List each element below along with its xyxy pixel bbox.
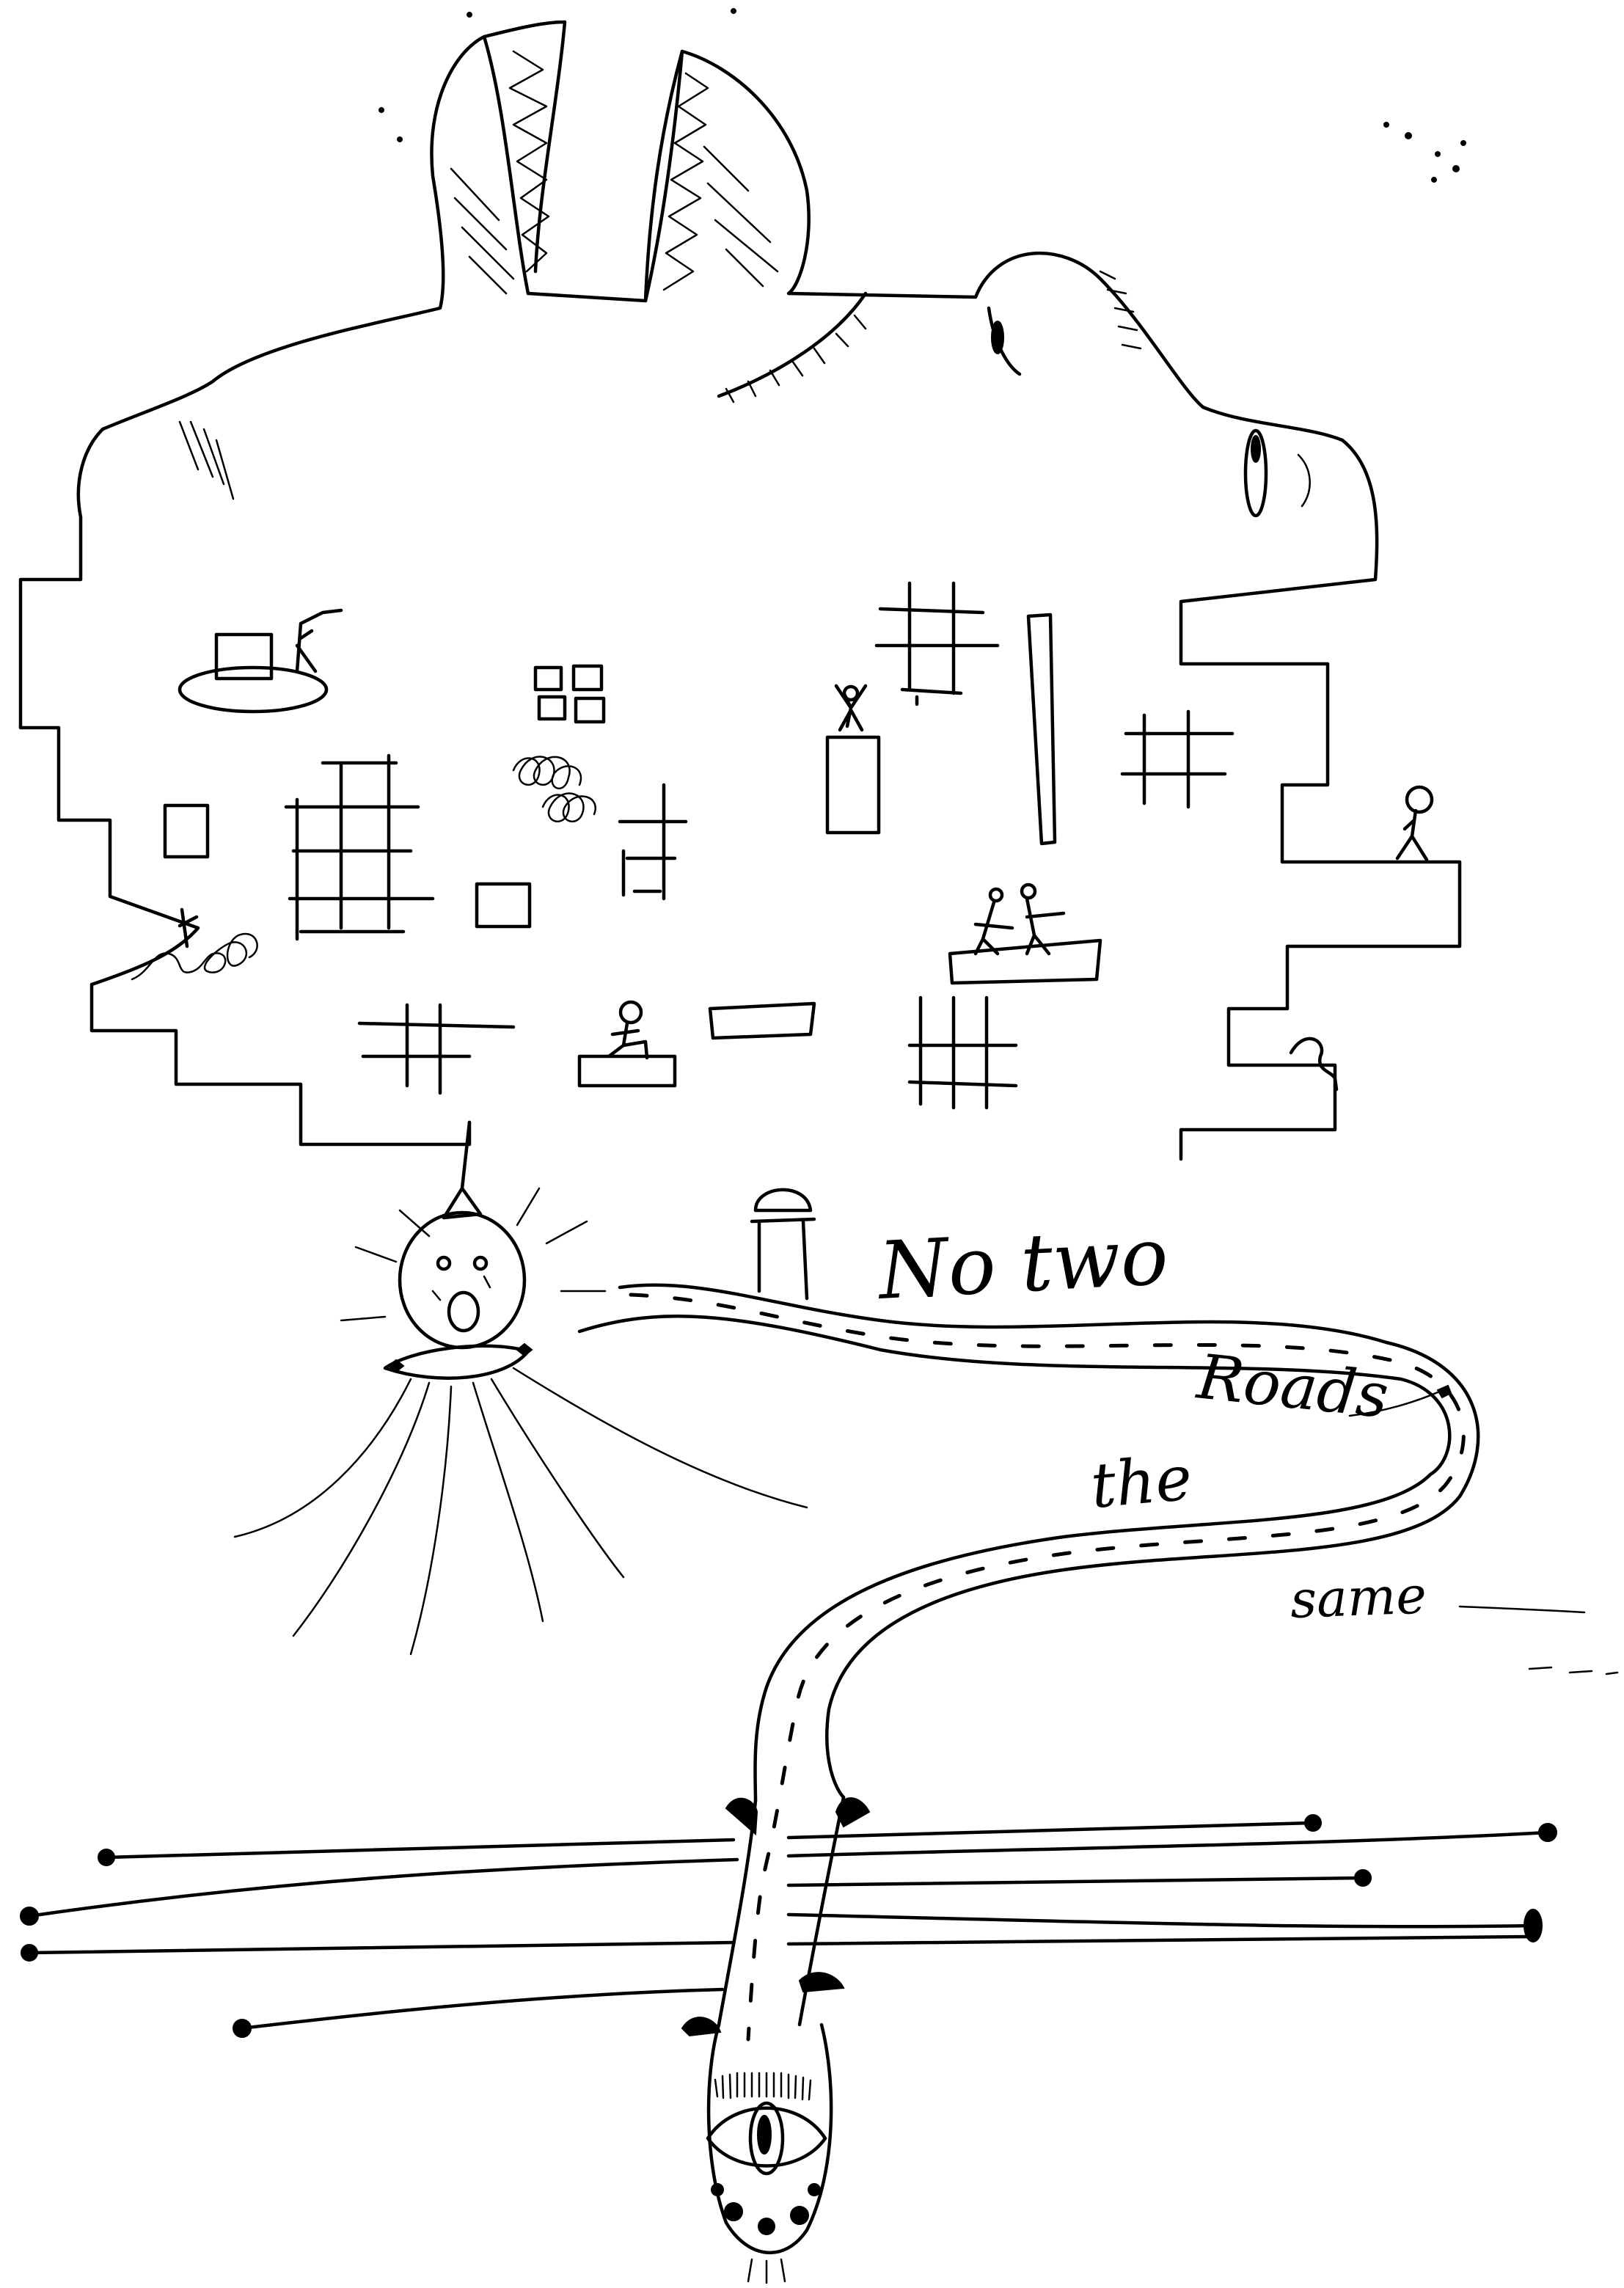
right-jaw-teeth bbox=[662, 72, 709, 291]
handwritten-caption: No two Roads the same bbox=[874, 1210, 1619, 1675]
road-centerline bbox=[629, 1293, 1466, 2042]
lamp-shade bbox=[383, 1344, 530, 1380]
crossing-line bbox=[27, 1940, 736, 1955]
building-interior bbox=[131, 581, 1434, 1110]
hanging-lamp-face bbox=[233, 1120, 808, 1656]
caption-line-1: No two bbox=[874, 1210, 1171, 1317]
window bbox=[475, 882, 532, 929]
creature-eye bbox=[706, 2106, 827, 2168]
dance-platform bbox=[948, 938, 1102, 985]
stick-figure bbox=[295, 608, 343, 673]
line-end-dot bbox=[1304, 1814, 1322, 1832]
caption-line-2: Roads bbox=[1193, 1340, 1392, 1432]
left-jaw-teeth bbox=[508, 50, 550, 273]
window-grid bbox=[284, 753, 435, 941]
lamp-mouth bbox=[447, 1290, 480, 1333]
creature-eye-pupil bbox=[757, 2115, 772, 2154]
window bbox=[214, 632, 274, 681]
ink-dots bbox=[378, 8, 1466, 183]
window-grid bbox=[874, 581, 1000, 706]
window bbox=[163, 803, 210, 859]
bench-platform bbox=[577, 1054, 677, 1088]
lamp-cord bbox=[460, 1120, 472, 1191]
crossing-line bbox=[104, 1838, 736, 1860]
head-building bbox=[18, 8, 1466, 1161]
crossing-lines bbox=[20, 1795, 1557, 2038]
creature-eye-iris bbox=[748, 2101, 785, 2176]
stick-figure bbox=[1395, 808, 1429, 862]
crossing-line bbox=[786, 1876, 1365, 1887]
tall-window bbox=[1026, 613, 1057, 846]
line-end-dot bbox=[20, 1907, 39, 1926]
lamp-cap bbox=[442, 1186, 483, 1220]
floating-platform bbox=[178, 665, 329, 714]
side-eye bbox=[1243, 428, 1268, 518]
caption-line-3: the bbox=[1088, 1441, 1195, 1522]
road-edge-bottom bbox=[577, 1315, 1452, 1803]
lamp-head bbox=[398, 1210, 527, 1350]
caption-line-4: same bbox=[1290, 1565, 1427, 1630]
line-end-dot bbox=[21, 1944, 38, 1962]
window bbox=[708, 1001, 816, 1040]
nose-eye bbox=[987, 306, 1022, 376]
crossing-line bbox=[240, 1987, 725, 2031]
line-end-dot bbox=[1538, 1823, 1557, 1842]
stick-figure bbox=[834, 684, 868, 732]
crossing-line bbox=[786, 1830, 1550, 1858]
pedestal bbox=[825, 735, 881, 835]
brow-hatch bbox=[717, 291, 868, 398]
eye-creature bbox=[706, 2022, 833, 2284]
crossing-line bbox=[27, 1857, 739, 1918]
crossing-line bbox=[786, 1821, 1315, 1840]
light-rays bbox=[233, 1187, 808, 1656]
line-end-dot bbox=[1354, 1869, 1372, 1887]
crossing-line bbox=[786, 1912, 1535, 1929]
line-end-dot bbox=[233, 2019, 252, 2038]
line-end-dot bbox=[1524, 1909, 1543, 1942]
stick-figure-head bbox=[1405, 785, 1434, 814]
side-eye-pupil bbox=[1251, 435, 1261, 463]
nose-eye-pupil bbox=[991, 321, 1004, 354]
right-jaw bbox=[643, 49, 684, 303]
road-edge-top bbox=[618, 1283, 1480, 1799]
winding-road bbox=[577, 1283, 1480, 2042]
chimney bbox=[750, 1188, 816, 1301]
jaw-hatching bbox=[450, 145, 779, 295]
building-outline bbox=[18, 34, 1462, 1161]
crawling-figure bbox=[1289, 1037, 1339, 1092]
scribble-loops bbox=[512, 756, 596, 823]
line-end-dot bbox=[98, 1849, 115, 1866]
